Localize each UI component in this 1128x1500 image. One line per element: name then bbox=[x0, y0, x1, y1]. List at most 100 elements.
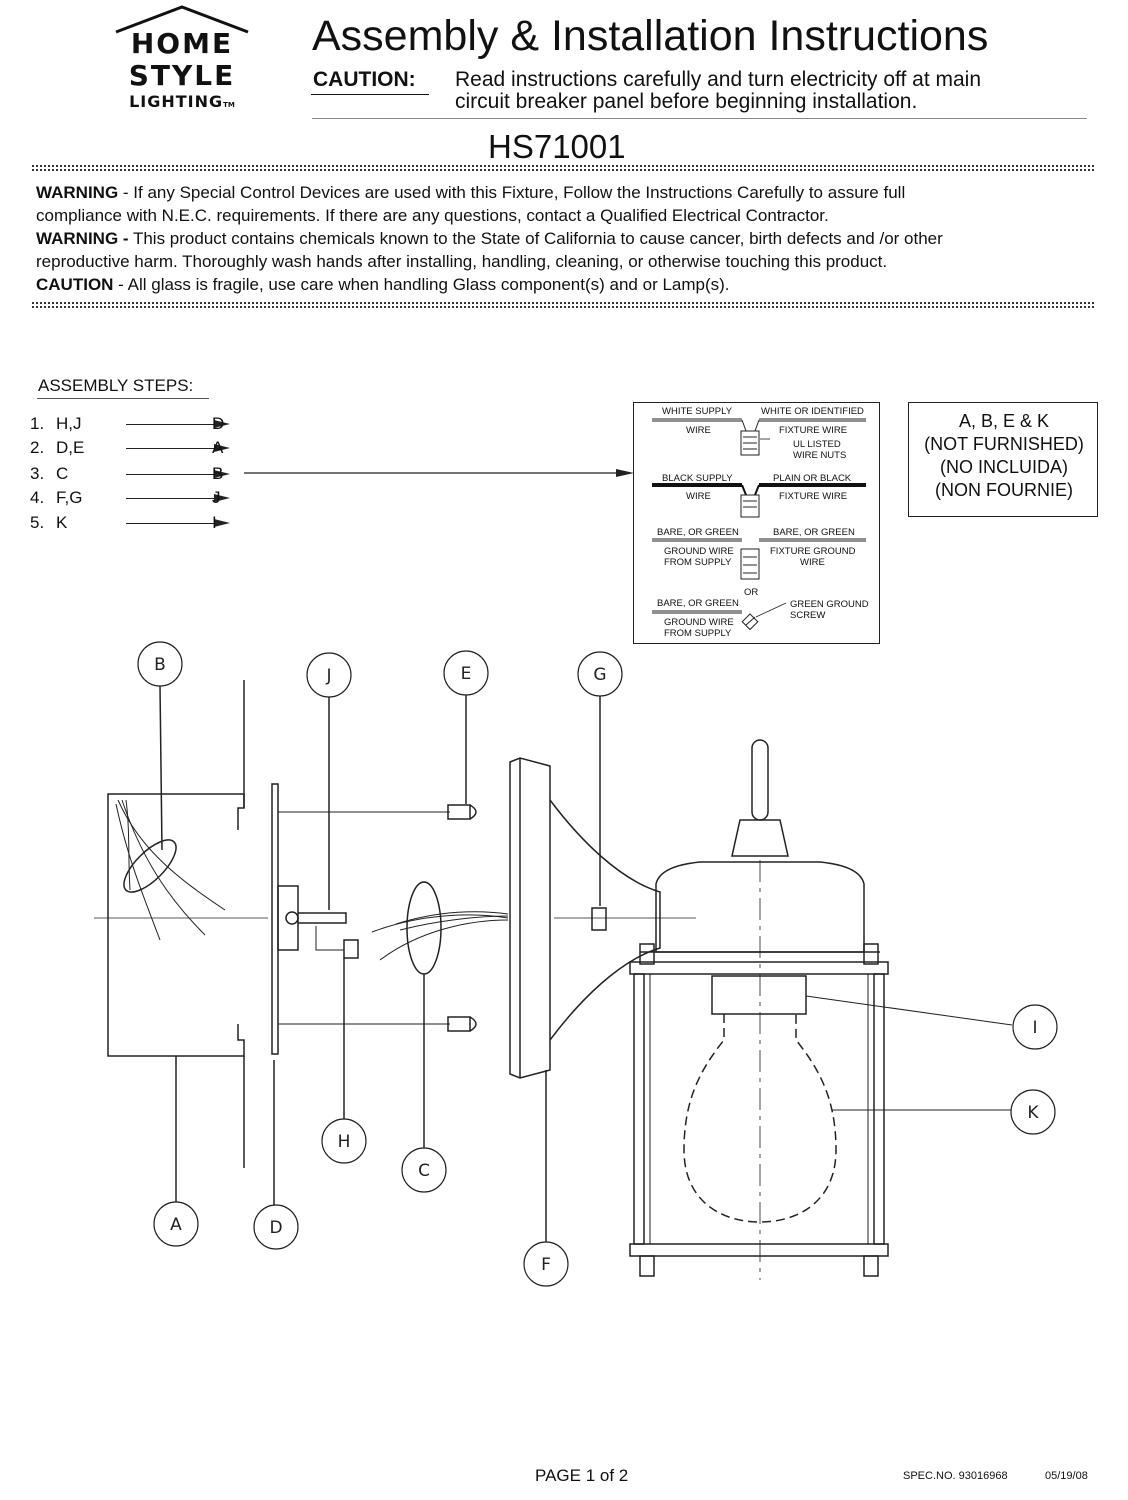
frame-nut-tl bbox=[639, 943, 655, 965]
white-supply-wire-label: WIRE bbox=[686, 425, 711, 436]
bare-green-label-2: BARE, OR GREEN bbox=[773, 527, 855, 538]
callout-a-bubble bbox=[153, 1201, 199, 1247]
assembly-steps-underline bbox=[37, 398, 209, 399]
callout-d-label: D bbox=[269, 1218, 282, 1238]
plain-black-label: PLAIN OR BLACK bbox=[773, 473, 852, 484]
step-from-parts: F,G bbox=[56, 488, 83, 507]
box-wire-4 bbox=[125, 799, 131, 891]
callout-g-bubble bbox=[577, 651, 623, 697]
lantern-post-left bbox=[633, 973, 645, 1245]
screw-label: SCREW bbox=[790, 610, 826, 621]
step-arrow-icon bbox=[126, 420, 230, 428]
screw-e-top bbox=[447, 804, 471, 820]
white-supply-label: WHITE SUPPLY bbox=[662, 406, 733, 417]
callout-b-leader bbox=[159, 685, 163, 851]
lantern-cap bbox=[655, 861, 865, 953]
step-from-parts: H,J bbox=[56, 414, 82, 433]
step-arrow-icon bbox=[126, 519, 230, 527]
logo-home-text: HOME bbox=[130, 27, 234, 60]
or-label: OR bbox=[744, 587, 759, 598]
caution-text-line-2: circuit breaker panel before beginning i… bbox=[455, 90, 918, 113]
not-furnished-fr: (NON FOURNIE) bbox=[935, 480, 1073, 500]
not-furnished-box: A, B, E & K (NOT FURNISHED) (NO INCLUIDA… bbox=[908, 402, 1098, 517]
step-to-part: D bbox=[212, 414, 225, 433]
logo-lighting-text: LIGHTINGTM bbox=[112, 94, 252, 110]
callout-k-bubble bbox=[1010, 1089, 1056, 1135]
fixture-ground-wire-label: WIRE bbox=[800, 557, 825, 568]
lantern-loop bbox=[751, 739, 769, 821]
star-divider-top bbox=[32, 165, 1094, 171]
callout-j-bubble bbox=[306, 652, 352, 698]
warning-2-text: This product contains chemicals known to… bbox=[128, 229, 943, 248]
lamp-socket bbox=[711, 975, 807, 1015]
callout-j-label: J bbox=[325, 666, 331, 686]
step-to-part: J bbox=[212, 488, 221, 507]
callout-e-label: E bbox=[461, 664, 472, 684]
warning-1-text: - If any Special Control Devices are use… bbox=[118, 183, 906, 202]
assembly-step: 3. C B bbox=[30, 464, 260, 486]
star-divider-bottom bbox=[32, 302, 1094, 308]
fixture-neck bbox=[549, 799, 661, 1041]
fixture-wire-3 bbox=[399, 915, 509, 931]
wall-plate bbox=[509, 757, 551, 1079]
fixture-wire-2 bbox=[379, 919, 509, 961]
not-furnished-en: (NOT FURNISHED) bbox=[924, 434, 1084, 454]
cap-nut-g bbox=[591, 907, 607, 931]
callout-h-label: H bbox=[338, 1132, 351, 1152]
caution-glass-label: CAUTION bbox=[36, 275, 114, 294]
callout-f-label: F bbox=[541, 1255, 551, 1275]
step-arrow-icon bbox=[126, 470, 230, 478]
ul-listed-label: UL LISTED bbox=[793, 439, 841, 450]
caution-label: CAUTION: bbox=[313, 68, 416, 91]
callout-c-bubble bbox=[401, 1147, 447, 1193]
wire-bundle-ellipse bbox=[123, 839, 177, 893]
step-from-parts: D,E bbox=[56, 438, 85, 457]
callout-a-label: A bbox=[170, 1215, 182, 1235]
frame-nut-br bbox=[863, 1255, 879, 1277]
not-furnished-parts: A, B, E & K bbox=[958, 411, 1050, 431]
callout-d-bubble bbox=[253, 1204, 299, 1250]
logo-trademark: TM bbox=[223, 101, 235, 109]
callout-i-leader bbox=[805, 995, 1013, 1026]
ground-wire-h bbox=[315, 926, 344, 951]
white-identified-label: WHITE OR IDENTIFIED bbox=[761, 406, 864, 417]
callout-i-label: I bbox=[1032, 1018, 1037, 1038]
screw-e-top-head bbox=[469, 804, 477, 820]
warning-2-line-2: reproductive harm. Thoroughly wash hands… bbox=[36, 252, 888, 271]
header-divider bbox=[312, 118, 1087, 119]
lantern-finial bbox=[731, 819, 789, 857]
assembly-step: 2. D,E A bbox=[30, 438, 260, 460]
warning-2-label: WARNING - bbox=[36, 229, 129, 248]
fixture-wire-4 bbox=[395, 911, 509, 925]
step-number: 5. bbox=[30, 513, 45, 532]
black-supply-wire-label: WIRE bbox=[686, 491, 711, 502]
caution-glass-text: - All glass is fragile, use care when ha… bbox=[113, 275, 730, 294]
fixture-ground-label: FIXTURE GROUND bbox=[770, 546, 856, 557]
mounting-plate bbox=[271, 783, 279, 1055]
screw-j-head bbox=[285, 911, 299, 925]
step-number: 4. bbox=[30, 488, 45, 507]
fixture-wire-label-1: FIXTURE WIRE bbox=[779, 425, 848, 436]
assembly-step: 1. H,J D bbox=[30, 414, 260, 436]
warning-1-line-2: compliance with N.E.C. requirements. If … bbox=[36, 206, 829, 225]
callout-k-label: K bbox=[1027, 1103, 1039, 1123]
step-number: 3. bbox=[30, 464, 45, 483]
step-from-parts: K bbox=[56, 513, 68, 532]
frame-nut-bl bbox=[639, 1255, 655, 1277]
caution-underline bbox=[311, 94, 429, 95]
frame-nut-tr bbox=[863, 943, 879, 965]
step-arrow-icon bbox=[126, 494, 230, 502]
wiring-pointer-arrow-icon bbox=[244, 469, 634, 477]
document-date: 05/19/08 bbox=[1045, 1470, 1088, 1482]
exploded-assembly-diagram: B J E G I K H C A D F bbox=[94, 641, 1058, 1287]
page-title: Assembly & Installation Instructions bbox=[312, 12, 989, 60]
warning-2-line-1: WARNING - This product contains chemical… bbox=[36, 229, 943, 249]
logo-lighting-word: LIGHTING bbox=[129, 92, 224, 111]
fixture-wire-label-2: FIXTURE WIRE bbox=[779, 491, 848, 502]
box-wire-1 bbox=[117, 799, 226, 911]
step-to-part: I bbox=[212, 513, 217, 532]
callout-f-bubble bbox=[523, 1241, 569, 1287]
callout-h-bubble bbox=[321, 1118, 367, 1164]
assembly-step: 5. K I bbox=[30, 513, 260, 535]
assembly-steps-title: ASSEMBLY STEPS: bbox=[38, 376, 194, 395]
